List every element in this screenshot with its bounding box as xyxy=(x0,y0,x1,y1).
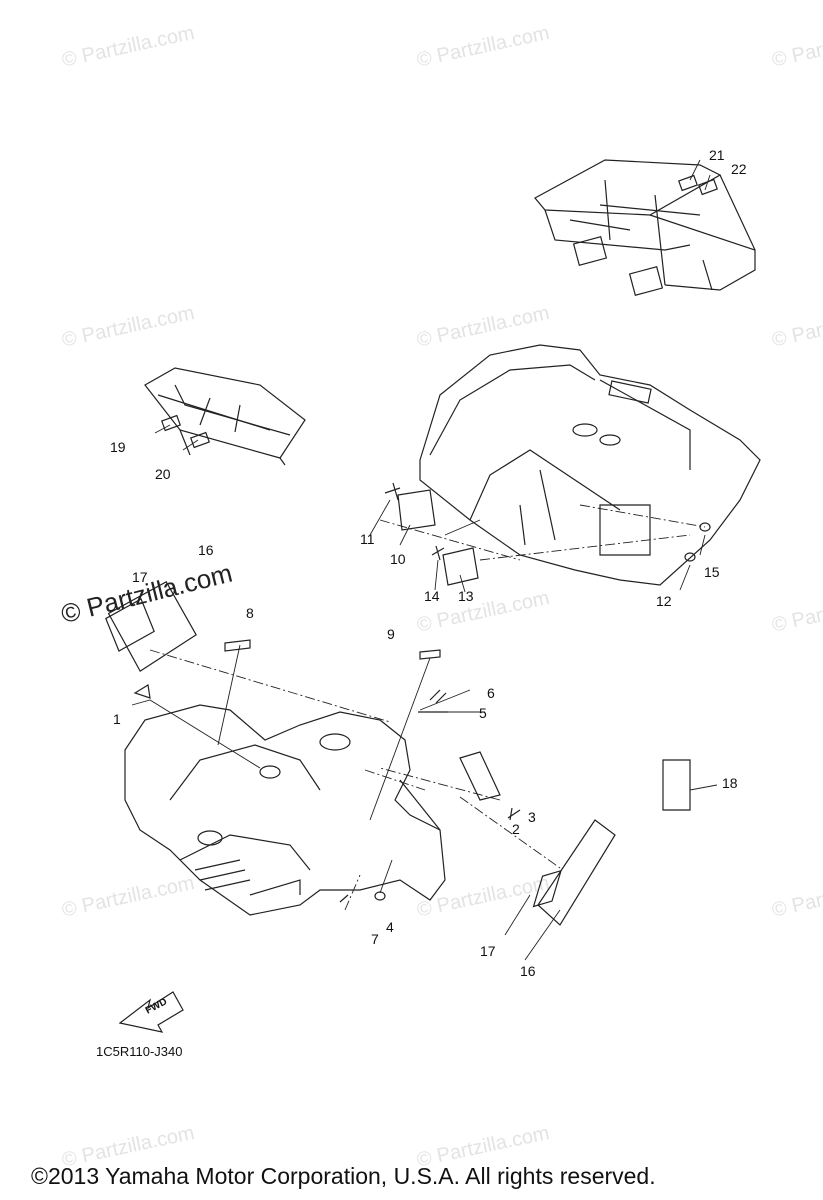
callout-9: 9 xyxy=(387,626,395,642)
decal-17-right xyxy=(532,869,562,908)
emblem-1 xyxy=(133,684,151,699)
callout-20: 20 xyxy=(155,466,171,482)
fwd-arrow-icon xyxy=(118,991,184,1033)
callout-2: 2 xyxy=(512,821,520,837)
callout-7: 7 xyxy=(371,931,379,947)
copyright-notice: ©2013 Yamaha Motor Corporation, U.S.A. A… xyxy=(31,1163,656,1189)
clip-7 xyxy=(339,894,349,903)
callout-13: 13 xyxy=(458,588,474,604)
bolt-14 xyxy=(431,545,445,561)
callout-16-top: 16 xyxy=(198,542,214,558)
callout-17-top: 17 xyxy=(132,569,148,585)
washer-15 xyxy=(699,522,711,532)
callout-11: 11 xyxy=(360,531,375,547)
plate-10 xyxy=(397,489,436,531)
callout-10: 10 xyxy=(390,551,406,567)
plate-2 xyxy=(459,751,501,801)
front-fender xyxy=(124,704,446,916)
callout-19: 19 xyxy=(110,439,126,455)
tag-18 xyxy=(662,759,691,811)
washer-12 xyxy=(684,552,696,562)
callout-16-bottom: 16 xyxy=(520,963,536,979)
plate-13 xyxy=(442,547,479,586)
front-carrier xyxy=(144,367,306,466)
diagram-code: 1C5R110-J340 xyxy=(96,1044,183,1059)
callout-5: 5 xyxy=(479,705,487,721)
callout-18: 18 xyxy=(722,775,738,791)
decal-17-left xyxy=(105,598,155,652)
callout-1: 1 xyxy=(113,711,121,727)
callout-3: 3 xyxy=(528,809,536,825)
label-8 xyxy=(224,639,251,652)
callout-14: 14 xyxy=(424,588,440,604)
screw-6 xyxy=(429,689,447,704)
callout-6: 6 xyxy=(487,685,495,701)
callout-12: 12 xyxy=(656,593,672,609)
leader-lines xyxy=(131,159,718,961)
rear-carrier xyxy=(534,159,756,296)
screw-3 xyxy=(507,807,521,821)
decal-16-right xyxy=(537,819,616,926)
decal-parts xyxy=(105,482,711,926)
washer-4 xyxy=(374,891,386,901)
callout-15: 15 xyxy=(704,564,720,580)
decal-16-left xyxy=(107,581,197,672)
bolt-11 xyxy=(384,482,401,501)
callout-17-bottom: 17 xyxy=(480,943,496,959)
label-9 xyxy=(419,649,441,660)
callout-21: 21 xyxy=(709,147,725,163)
callout-8: 8 xyxy=(246,605,254,621)
callout-4: 4 xyxy=(386,919,394,935)
callout-22: 22 xyxy=(731,161,747,177)
